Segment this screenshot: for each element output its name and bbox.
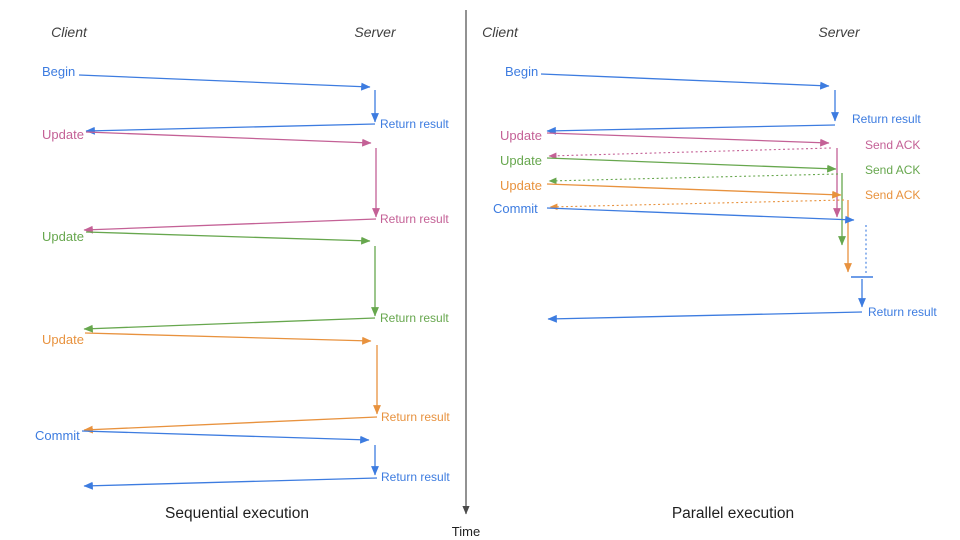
seq-message-update-2: Update Return result [42,229,449,333]
parallel-panel: Client Server Begin Return result Update… [482,24,937,522]
seq-update2-response-arrow [83,317,376,333]
par-begin-response-label: Return result [852,112,921,126]
par-update1-ack-label: Send ACK [865,138,920,152]
seq-update1-response-arrow [83,218,377,234]
parallel-panel-title: Parallel execution [672,505,794,522]
par-commit-response-label: Return result [868,305,937,319]
par-begin-label: Begin [505,64,538,79]
seq-update2-response-label: Return result [380,311,449,325]
seq-commit-response-label: Return result [381,470,450,484]
par-update1-ack-arrow [548,147,832,160]
par-message-update-1: Update Send ACK [500,128,920,218]
seq-server-lane-label: Server [354,24,397,40]
seq-update1-request-arrow [85,131,372,147]
par-update2-label: Update [500,153,542,168]
time-axis: Time [452,10,480,539]
par-update2-ack-label: Send ACK [865,163,920,177]
seq-commit-label: Commit [35,428,80,443]
sequential-panel-title: Sequential execution [165,505,309,522]
seq-client-lane-label: Client [51,24,88,40]
time-axis-label: Time [452,524,480,539]
seq-update2-request-arrow [85,231,371,245]
seq-message-begin: Begin Return result [42,64,449,135]
seq-commit-request-arrow [81,430,370,444]
par-update3-request-arrow [546,183,842,199]
par-message-update-3: Update Send ACK [500,178,920,273]
par-client-lane-label: Client [482,24,519,40]
par-update3-ack-label: Send ACK [865,188,920,202]
seq-update3-label: Update [42,332,84,347]
seq-message-update-3: Update Return result [42,332,450,434]
par-update2-request-arrow [546,157,837,173]
seq-update3-response-label: Return result [381,410,450,424]
seq-update3-request-arrow [84,332,372,345]
par-update2-ack-arrow [548,173,839,185]
par-update3-ack-arrow [549,199,845,211]
par-message-update-2: Update Send ACK [500,153,920,246]
par-server-lane-label: Server [818,24,861,40]
seq-begin-response-arrow [85,123,376,135]
seq-commit-response-arrow [83,477,378,490]
seq-begin-label: Begin [42,64,75,79]
seq-update1-response-label: Return result [380,212,449,226]
par-commit-label: Commit [493,201,538,216]
seq-begin-response-label: Return result [380,117,449,131]
par-message-begin: Begin Return result [505,64,921,135]
seq-update3-response-arrow [83,416,378,434]
par-begin-response-arrow [546,124,836,135]
par-update1-label: Update [500,128,542,143]
seq-begin-request-arrow [78,74,371,91]
seq-update1-label: Update [42,127,84,142]
seq-message-commit: Commit Return result [35,428,450,490]
par-update3-label: Update [500,178,542,193]
par-commit-response-arrow [547,311,863,323]
seq-update2-label: Update [42,229,84,244]
sequential-panel: Client Server Begin Return result Update… [35,24,450,522]
par-begin-request-arrow [540,73,830,90]
par-update1-request-arrow [546,132,830,147]
par-commit-request-arrow [546,207,855,224]
par-message-commit: Commit Return result [493,201,937,323]
seq-message-update-1: Update Return result [42,127,449,234]
